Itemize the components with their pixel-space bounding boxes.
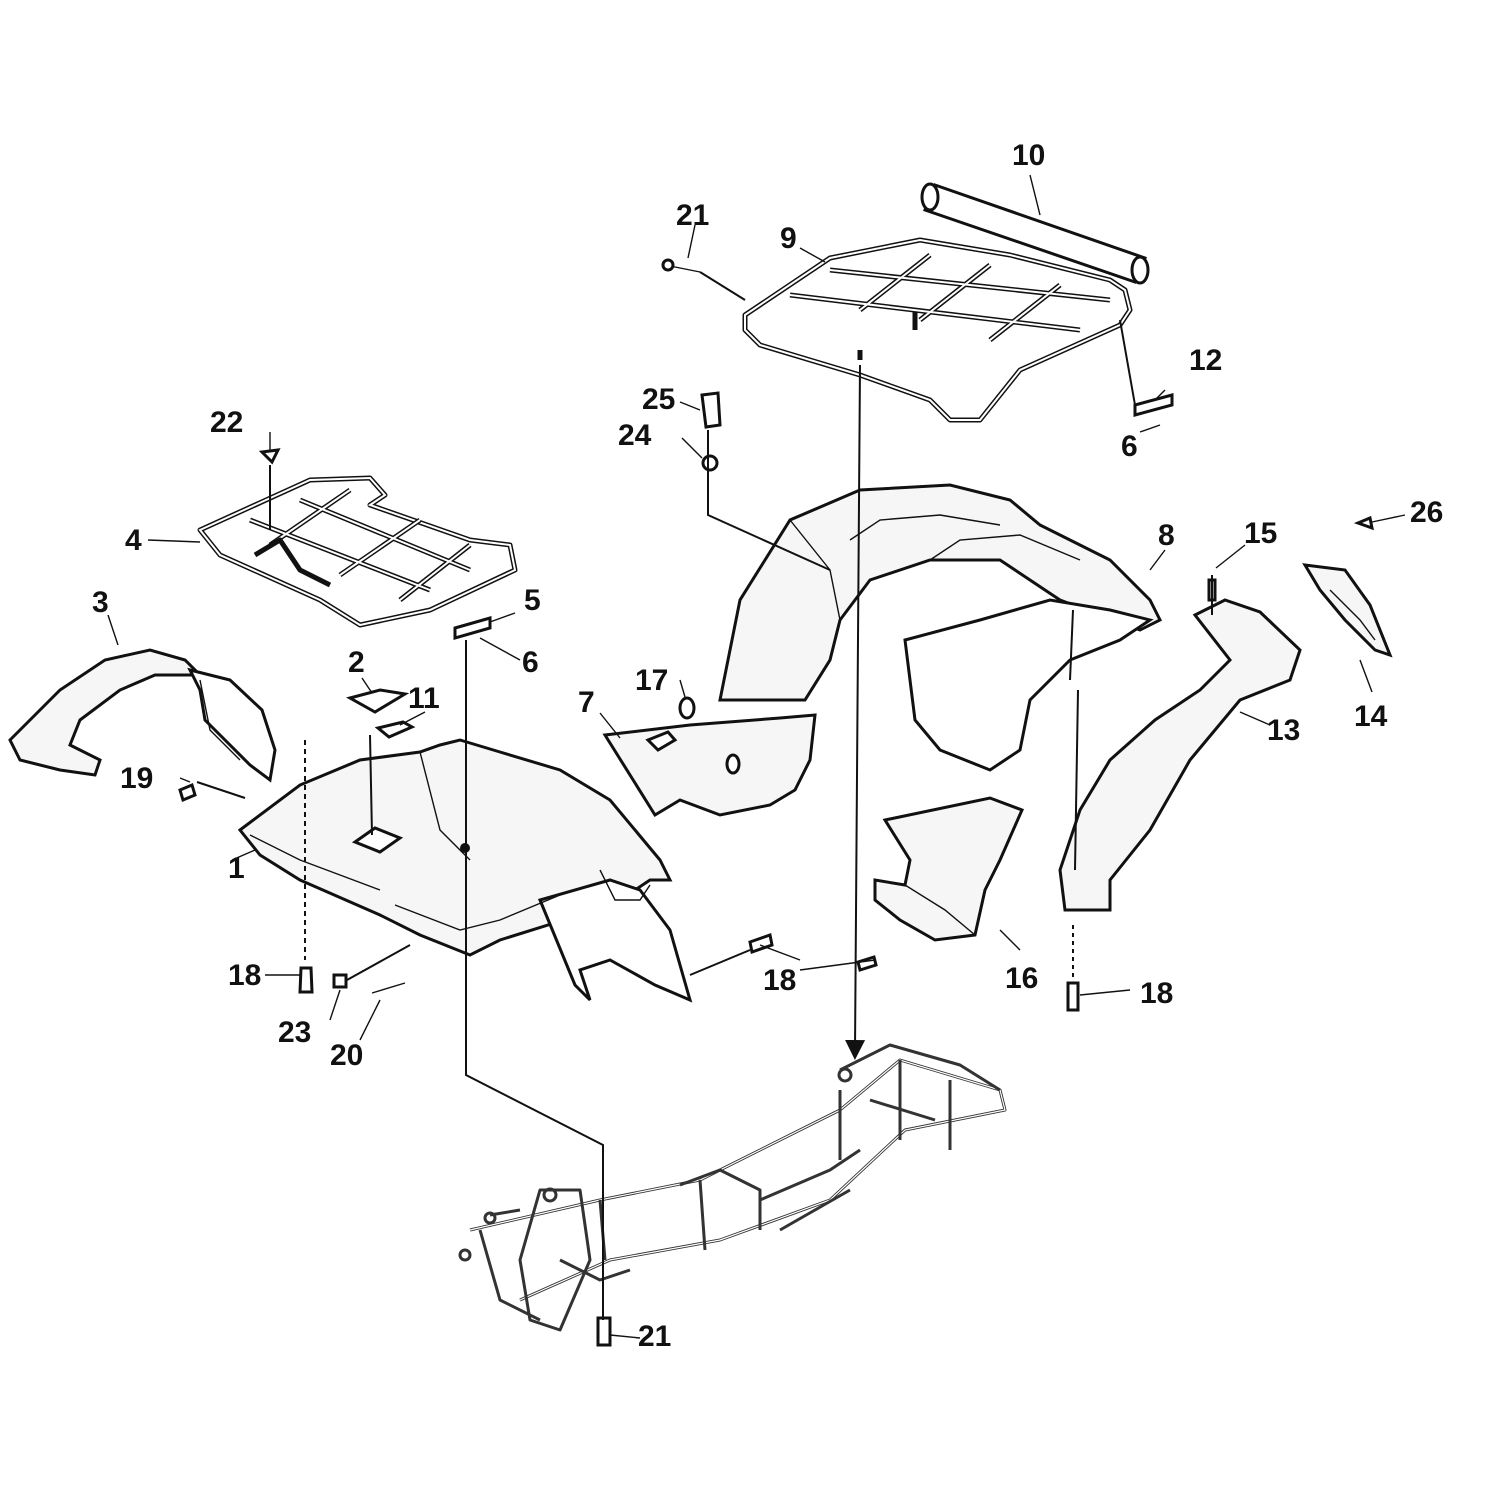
callout-17: 17 (635, 664, 668, 697)
heat-shield (1302, 563, 1393, 658)
bolt-18-a (298, 966, 314, 994)
grommet-17 (678, 696, 696, 720)
front-fender-flare (8, 648, 277, 783)
decal-2 (346, 688, 410, 714)
callout-26: 26 (1410, 496, 1443, 529)
bolt-20 (371, 982, 406, 994)
bolt-18-b (748, 933, 774, 954)
callout-21a: 21 (676, 199, 709, 232)
callout-3: 3 (92, 586, 109, 619)
callout-1: 1 (228, 852, 245, 885)
callout-23: 23 (278, 1016, 311, 1049)
clip-26 (1353, 515, 1374, 531)
callout-14: 14 (1354, 700, 1388, 733)
callout-10: 10 (1012, 139, 1045, 172)
bolt-21-bottom (596, 1316, 612, 1347)
callout-12: 12 (1189, 344, 1222, 377)
callout-7: 7 (578, 686, 595, 719)
rear-rack (742, 237, 1133, 423)
callout-18a: 18 (228, 959, 261, 992)
front-rack (197, 475, 518, 628)
callout-18c: 18 (1140, 977, 1173, 1010)
chassis-frame (458, 1043, 1007, 1332)
side-panel (602, 713, 817, 818)
callout-6a: 6 (522, 646, 539, 679)
callout-24: 24 (618, 419, 652, 452)
callout-22: 22 (210, 406, 243, 439)
callout-21b: 21 (638, 1320, 671, 1353)
mud-flap (873, 796, 1025, 942)
callout-13: 13 (1267, 714, 1300, 747)
bracket-5 (453, 616, 492, 640)
callout-9: 9 (780, 222, 797, 255)
leader-lines (107, 174, 1406, 1339)
nut-23 (332, 973, 348, 989)
callout-4: 4 (125, 524, 142, 557)
callout-18b: 18 (763, 964, 796, 997)
callout-15: 15 (1244, 517, 1277, 550)
front-fender-body (237, 738, 693, 1003)
plug-25 (700, 391, 722, 429)
rack-cushion-bar (920, 182, 1150, 285)
assembly-lines (196, 271, 1213, 1320)
callout-8: 8 (1158, 519, 1175, 552)
callout-16: 16 (1005, 962, 1038, 995)
callout-5: 5 (524, 584, 541, 617)
rear-fender-body (718, 483, 1163, 772)
callout-20: 20 (330, 1039, 363, 1072)
rear-fender-flare (1058, 598, 1302, 912)
bolt-22 (258, 448, 281, 465)
callout-25: 25 (642, 383, 675, 416)
callout-2: 2 (348, 646, 365, 679)
washer-24 (701, 454, 719, 472)
bolt-18-d (1066, 981, 1080, 1012)
small-hardware (178, 258, 1374, 1347)
callout-6b: 6 (1121, 430, 1138, 463)
callout-11: 11 (408, 682, 440, 715)
callout-labels: 1 2 3 4 5 6 6 7 8 9 10 11 12 13 14 15 16… (92, 139, 1443, 1353)
callout-19: 19 (120, 762, 153, 795)
bracket-12 (1133, 393, 1174, 417)
clip-19 (178, 782, 197, 803)
decal-11 (374, 720, 416, 739)
bolt-18-c (856, 955, 878, 972)
